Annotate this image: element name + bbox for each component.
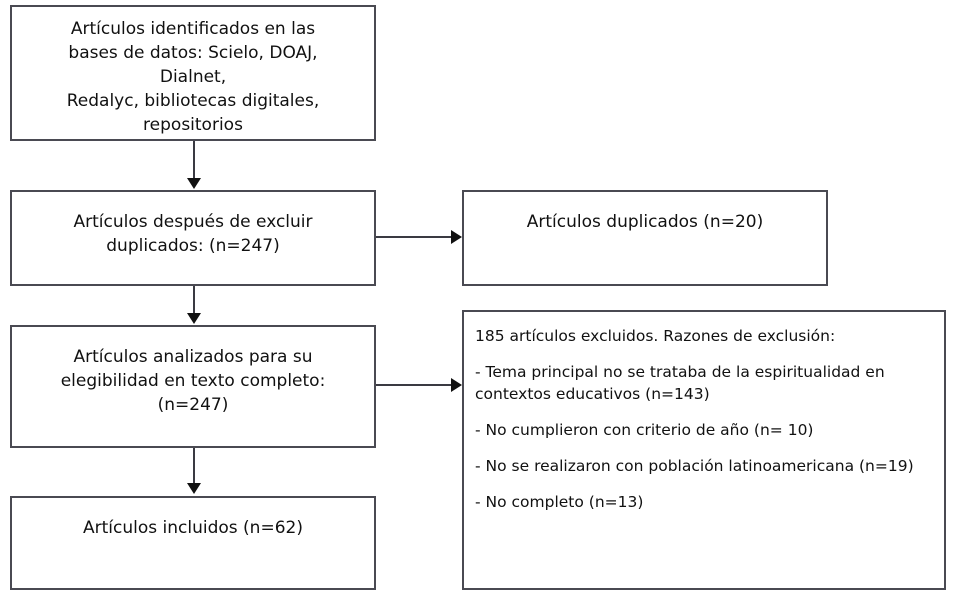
node-articles-identified: Artículos identificados en las bases de … [10,5,376,141]
node-articles-included-label: Artículos incluidos (n=62) [83,518,303,538]
node-articles-after-duplicates-label: Artículos después de excluir duplicados:… [73,212,313,256]
excluded-heading: 185 artículos excluidos. Razones de excl… [475,327,836,345]
arrow-right-icon [451,378,462,392]
node-articles-excluded: 185 artículos excluidos. Razones de excl… [462,310,946,590]
connector-line [193,141,195,181]
excluded-reason-item: - No se realizaron con población latinoa… [475,457,914,475]
connector-line [193,286,195,315]
node-articles-eligibility-label: Artículos analizados para su elegibilida… [60,347,326,415]
connector-line [376,384,454,386]
node-articles-after-duplicates: Artículos después de excluir duplicados:… [10,190,376,286]
arrow-down-icon [187,178,201,189]
node-articles-excluded-body: 185 artículos excluidos. Razones de excl… [475,325,936,513]
connector-line [193,448,195,486]
excluded-reason-item: - No cumplieron con criterio de año (n= … [475,421,814,439]
arrow-right-icon [451,230,462,244]
node-articles-identified-label: Artículos identificados en las bases de … [66,19,320,135]
excluded-reason-item: - No completo (n=13) [475,493,644,511]
arrow-down-icon [187,483,201,494]
node-articles-included: Artículos incluidos (n=62) [10,496,376,590]
arrow-down-icon [187,313,201,324]
node-articles-duplicates-label: Artículos duplicados (n=20) [526,212,764,232]
node-articles-eligibility: Artículos analizados para su elegibilida… [10,325,376,448]
excluded-reason-item: - Tema principal no se trataba de la esp… [475,363,885,403]
connector-line [376,236,454,238]
node-articles-duplicates: Artículos duplicados (n=20) [462,190,828,286]
